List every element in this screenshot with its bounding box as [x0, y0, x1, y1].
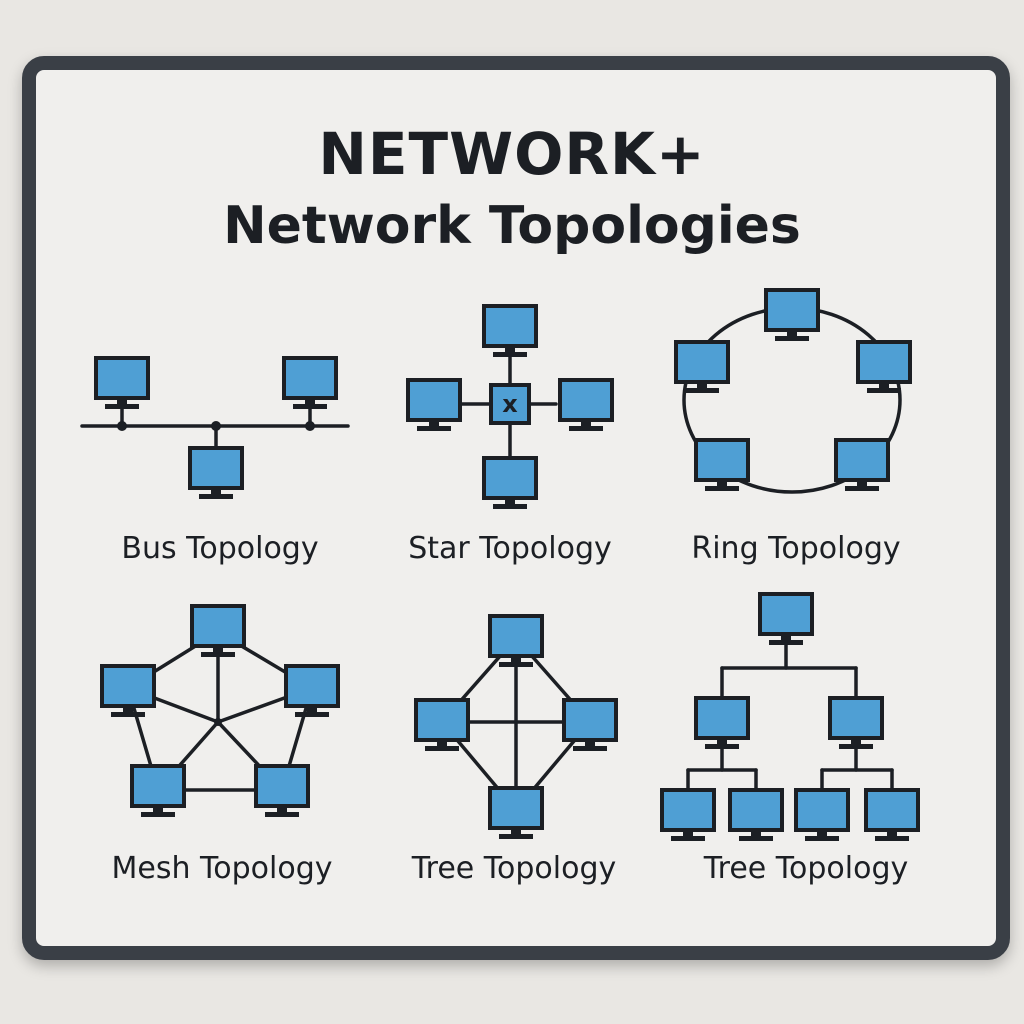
computer-icon: [828, 696, 884, 751]
computer-icon: [282, 356, 338, 411]
computer-icon: [660, 788, 716, 843]
star-topology-label: Star Topology: [408, 531, 612, 566]
computer-icon: [764, 288, 820, 343]
computer-icon: [488, 786, 544, 841]
computer-icon: [856, 340, 912, 395]
computer-icon: [694, 696, 750, 751]
ring-topology-label: Ring Topology: [691, 531, 900, 566]
computer-icon: [482, 456, 538, 511]
hub-icon: x: [489, 383, 531, 425]
computer-icon: [190, 604, 246, 659]
computer-icon: [558, 378, 614, 433]
computer-icon: [794, 788, 850, 843]
computer-icon: [758, 592, 814, 647]
tree-topology-label-right: Tree Topology: [703, 851, 909, 886]
mesh-topology-label: Mesh Topology: [112, 851, 333, 886]
computer-icon: [482, 304, 538, 359]
star-topology-diagram: [460, 348, 558, 460]
bus-topology-diagram: [80, 406, 350, 448]
computer-icon: [864, 788, 920, 843]
computer-icon: [254, 764, 310, 819]
computer-icon: [100, 664, 156, 719]
computer-icon: [406, 378, 462, 433]
computer-icon: [94, 356, 150, 411]
computer-icon: [284, 664, 340, 719]
page-title: NETWORK+: [318, 120, 706, 188]
computer-icon: [188, 446, 244, 501]
computer-icon: [130, 764, 186, 819]
bus-topology-label: Bus Topology: [121, 531, 318, 566]
page-subtitle: Network Topologies: [223, 196, 801, 256]
tree-topology-label-middle: Tree Topology: [411, 851, 617, 886]
computer-icon: [834, 438, 890, 493]
computer-icon: [694, 438, 750, 493]
tree-topology-diagram-right: [686, 638, 894, 794]
hub-symbol: x: [502, 390, 518, 418]
computer-icon: [728, 788, 784, 843]
